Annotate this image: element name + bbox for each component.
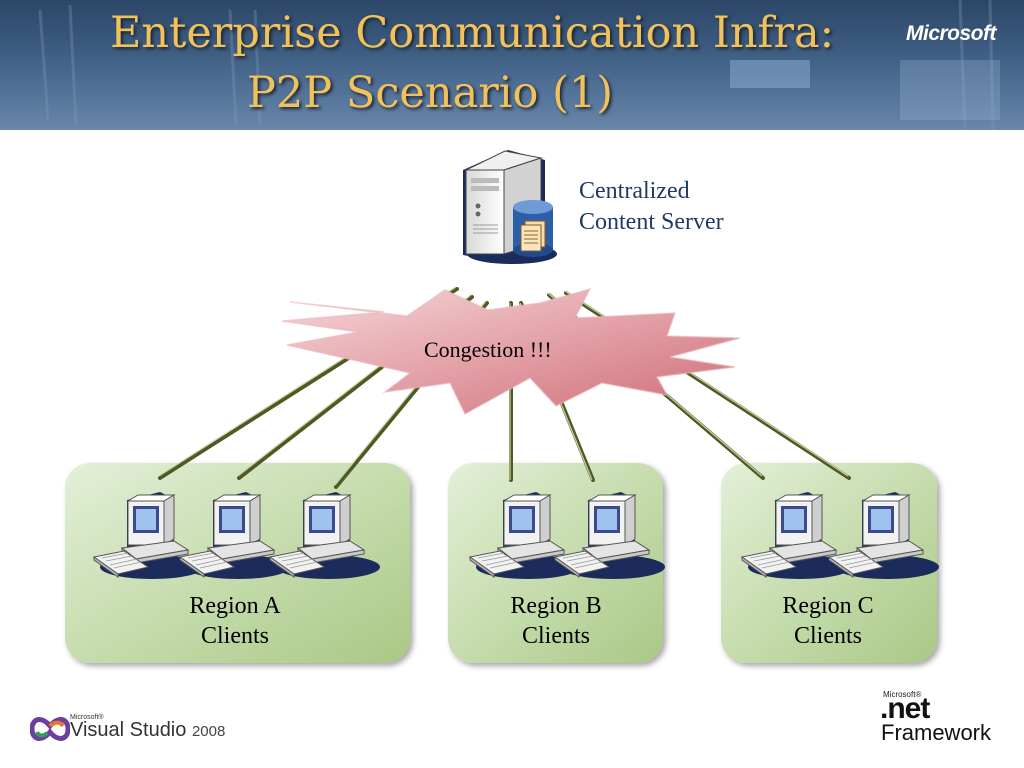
server-with-database-icon: [463, 150, 557, 264]
region-c-name: Region C: [782, 593, 874, 619]
title-banner: Enterprise Communication Infra: P2P Scen…: [0, 0, 1024, 130]
visual-studio-wordmark: Visual Studio 2008: [70, 719, 225, 742]
region-b-clients: Clients: [521, 623, 590, 649]
region-c-clients: Clients: [793, 623, 862, 649]
region-a-label: Region A Clients: [135, 591, 335, 651]
microsoft-logo: Microsoft: [906, 22, 997, 45]
congestion-burst-shape: [281, 287, 741, 416]
region-a-clients: Clients: [200, 623, 269, 649]
slide-title-line2: P2P Scenario (1): [247, 68, 613, 118]
visual-studio-year: 2008: [191, 723, 226, 740]
region-c-label: Region C Clients: [728, 591, 928, 651]
vs-microsoft-small: Microsoft®: [70, 714, 104, 721]
visual-studio-name: Visual Studio: [70, 719, 187, 741]
slide-title-line1: Enterprise Communication Infra:: [110, 8, 835, 58]
dotnet-logo: .net: [880, 692, 930, 725]
banner-background: [38, 0, 1000, 130]
region-a-name: Region A: [189, 593, 281, 619]
network-diagram: [65, 150, 940, 663]
server-label-line2: Content Server: [579, 209, 724, 235]
server-label-line1: Centralized: [579, 178, 690, 204]
region-b-label: Region B Clients: [456, 591, 656, 651]
dotnet-framework-label: Framework: [881, 720, 992, 745]
region-b-name: Region B: [510, 593, 602, 619]
net-microsoft-small: Microsoft®: [883, 690, 922, 699]
server-label: Centralized Content Server: [579, 176, 724, 238]
visual-studio-logo-icon: [30, 717, 70, 741]
congestion-label: Congestion !!!: [424, 337, 552, 362]
